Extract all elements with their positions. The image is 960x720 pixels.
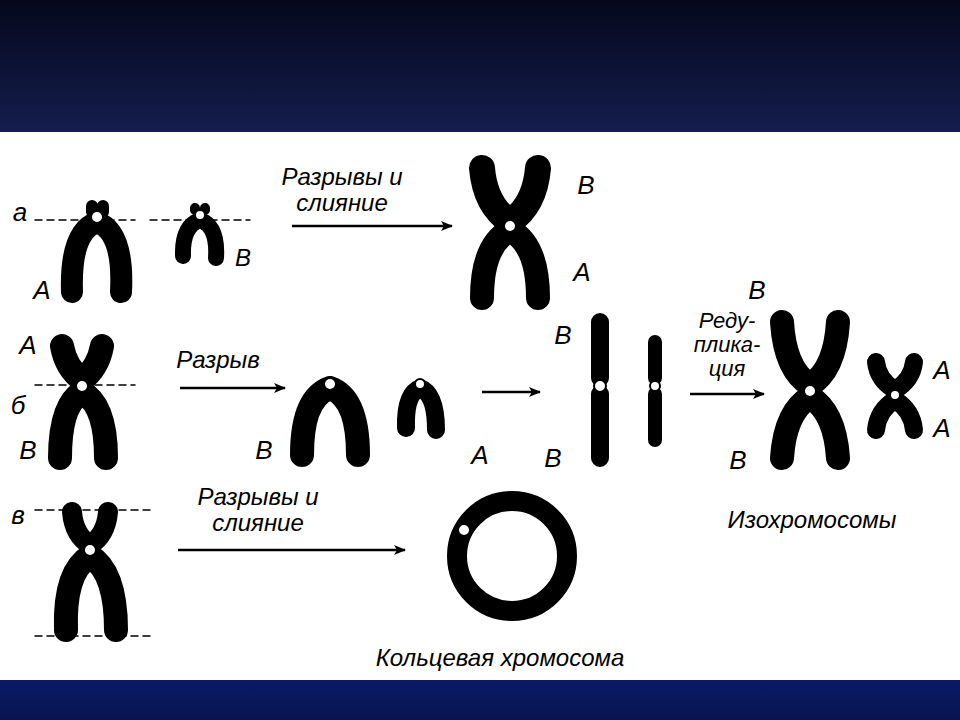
arrow-label: Реду- плика- ция — [687, 309, 767, 382]
gene-letter: A — [573, 258, 590, 287]
row-letter: б — [11, 391, 26, 420]
gene-letter: A — [19, 331, 36, 360]
gene-letter: A — [933, 356, 950, 385]
chromosomes — [35, 168, 914, 636]
chromatid — [302, 388, 358, 455]
arrow — [292, 225, 452, 228]
chromatid — [62, 346, 102, 380]
gene-letter: B — [729, 446, 746, 475]
centromere — [804, 385, 816, 397]
gene-letter: B — [748, 276, 765, 305]
arrow-label: Разрывы и слияние — [188, 484, 328, 537]
white-panel — [0, 132, 960, 680]
gene-letter: A — [933, 414, 950, 443]
figure-caption: Изохромосомы — [728, 507, 897, 533]
chromatid — [482, 230, 538, 298]
centromere — [91, 211, 103, 223]
arrow — [690, 393, 764, 396]
arrow — [482, 391, 540, 394]
centromere — [650, 381, 660, 391]
centromere — [415, 379, 425, 389]
arrow-label: Разрыв — [176, 347, 260, 373]
chromatid — [60, 392, 106, 458]
centromere — [594, 380, 606, 392]
break-line — [35, 509, 150, 511]
centromere — [84, 544, 96, 556]
gene-letter: A — [471, 441, 488, 470]
ring-chromosome — [457, 501, 567, 611]
gene-letter: B — [255, 436, 272, 465]
centromere — [890, 390, 900, 400]
chromatid — [183, 220, 216, 258]
arrow — [178, 549, 405, 552]
chromatid — [482, 168, 538, 222]
arrow — [180, 387, 285, 390]
centromere — [76, 380, 88, 392]
gene-letter: B — [554, 321, 571, 350]
chromatid — [782, 397, 838, 458]
break-line — [35, 635, 150, 637]
header-band — [0, 0, 960, 132]
row-letter: в — [11, 501, 25, 530]
chromatid — [876, 362, 914, 390]
gene-letter: B — [544, 444, 561, 473]
gene-letter: A — [33, 276, 50, 305]
footer-band — [0, 680, 960, 720]
centromeres — [76, 210, 900, 556]
centromere — [195, 210, 205, 220]
centromere — [504, 220, 516, 232]
centromere — [458, 524, 470, 536]
centromere — [324, 378, 336, 390]
gene-letter: B — [577, 171, 594, 200]
chromatid — [648, 342, 662, 440]
chromatid — [876, 400, 914, 430]
arrows — [178, 226, 764, 550]
gene-letter: B — [235, 245, 251, 271]
chromatid — [406, 388, 436, 430]
figure-caption: Кольцевая хромосома — [376, 645, 625, 671]
chromatid — [782, 322, 838, 385]
chromatid — [66, 556, 116, 630]
arrow-label: Разрывы и слияние — [272, 164, 412, 217]
chromatid — [591, 322, 609, 458]
chromatid — [72, 512, 108, 545]
gene-letter: B — [19, 436, 36, 465]
chromatid — [72, 222, 121, 292]
row-letter: а — [13, 198, 27, 227]
